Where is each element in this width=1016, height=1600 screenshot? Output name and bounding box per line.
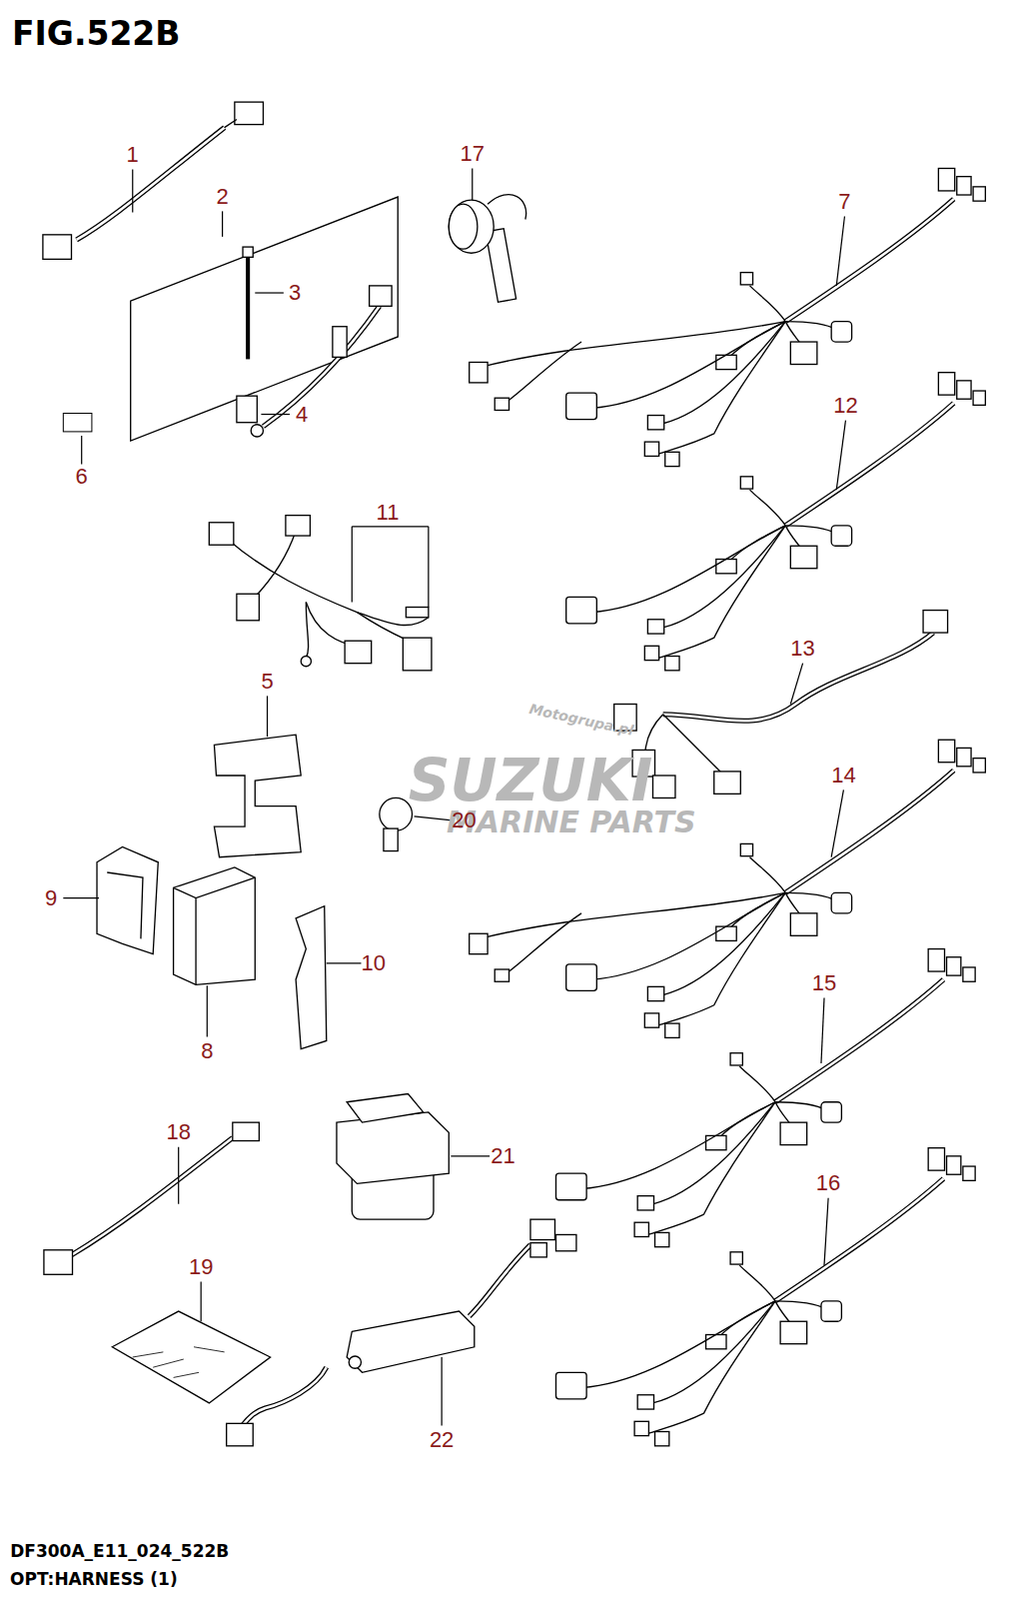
callout-number: 4 (295, 403, 308, 426)
callout-number: 21 (490, 1144, 515, 1167)
callout-number: 22 (429, 1428, 454, 1451)
callout-number: 6 (75, 465, 88, 488)
callout-number: 19 (188, 1255, 213, 1278)
watermark: SUZUKI (408, 751, 654, 810)
callout-number: 20 (451, 809, 476, 832)
callout-number: 2 (215, 185, 228, 208)
figure-title: FIG.522B (11, 13, 180, 53)
callout-number: 13 (790, 637, 815, 660)
callout-number: 11 (376, 501, 400, 524)
callout-number: 8 (200, 1039, 213, 1062)
callout-number: 5 (260, 670, 273, 693)
callout-number: 16 (816, 1171, 841, 1194)
callout-number: 15 (812, 972, 837, 995)
callout-number: 7 (838, 190, 851, 213)
callout-number: 3 (288, 281, 301, 304)
callout-number: 14 (831, 764, 856, 787)
drawing-code: DF300A_E11_024_522B (9, 1542, 229, 1560)
callout-number: 1 (126, 143, 139, 166)
callout-number: 9 (44, 887, 57, 910)
figure-caption: OPT:HARNESS (1) (9, 1568, 178, 1589)
callout-number: 18 (165, 1120, 190, 1143)
callout-number: 17 (460, 142, 485, 165)
callout-number: 10 (360, 952, 385, 975)
watermark: MARINE PARTS (446, 807, 697, 838)
callout-number: 12 (833, 394, 858, 417)
